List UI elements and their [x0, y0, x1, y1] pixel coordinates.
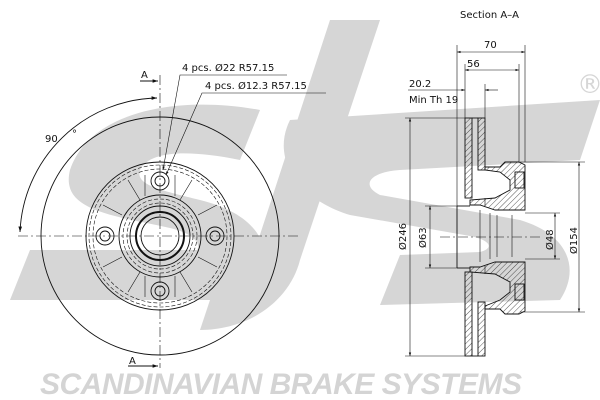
dim-min-thickness: Min Th 19	[409, 95, 458, 106]
section-marker-bottom: A	[129, 356, 136, 367]
dim-inner-bore: Ø48	[544, 229, 556, 250]
front-view: A A 90 ° 4 pcs. Ø22 R57.15 4 pcs. Ø12.3 …	[18, 62, 326, 368]
dim-disc-offset: 56	[467, 59, 480, 70]
dim-overall-height: 70	[484, 40, 497, 51]
dim-outer-diameter: Ø246	[397, 223, 409, 250]
angle-dimension-arc	[18, 96, 158, 233]
section-view: Section A–A 70 56 20.2 Min Th 19	[397, 10, 585, 357]
callout-large-holes: 4 pcs. Ø22 R57.15	[182, 62, 274, 74]
tagline-watermark: SCANDINAVIAN BRAKE SYSTEMS	[40, 368, 522, 400]
section-marker-top: A	[141, 70, 148, 81]
callout-small-holes: 4 pcs. Ø12.3 R57.15	[205, 80, 307, 92]
leader-large-holes	[162, 74, 287, 171]
angle-degree: °	[72, 129, 77, 140]
dim-thickness: 20.2	[409, 79, 431, 90]
dim-center-bore: Ø63	[417, 227, 429, 248]
section-title: Section A–A	[460, 10, 519, 21]
registered-mark: ®	[577, 70, 600, 100]
angle-label: 90	[45, 134, 58, 145]
leader-small-holes	[165, 92, 326, 176]
dim-hub-diameter: Ø154	[568, 227, 580, 254]
